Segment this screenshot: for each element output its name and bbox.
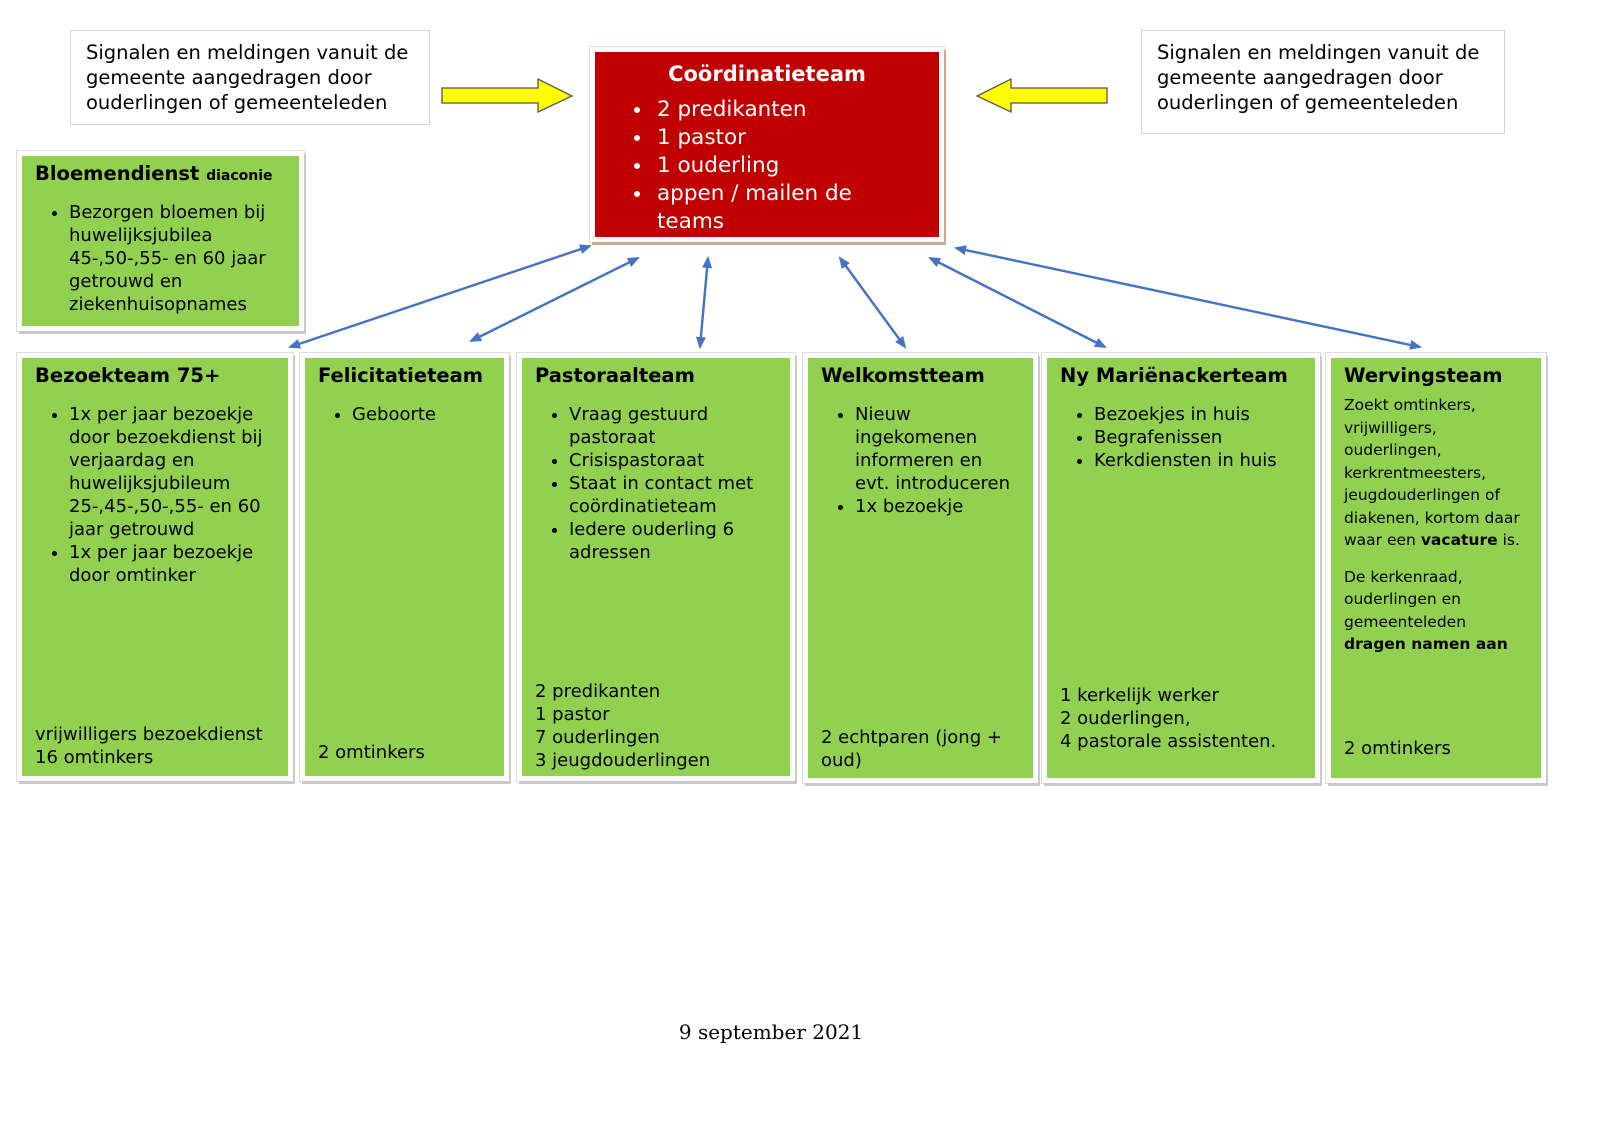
bezoekteam-box: Bezoekteam 75+ 1x per jaar bezoekje door… <box>17 353 293 781</box>
wervingsteam-paragraph: Zoekt omtinkers, vrijwilligers, ouderlin… <box>1344 394 1529 552</box>
bezoekteam-footer-line: vrijwilligers bezoekdienst <box>35 724 263 745</box>
yellow-arrow-left <box>975 77 1108 114</box>
ny-marienackerteam-item: Bezoekjes in huis <box>1094 403 1303 426</box>
pastoraalteam-item: Iedere ouderling 6 adressen <box>569 518 778 564</box>
pastoraalteam-footer-line: 2 predikanten <box>535 681 661 702</box>
wervingsteam-text: Zoekt omtinkers, vrijwilligers, ouderlin… <box>1344 396 1520 549</box>
welkomstteam-item: 1x bezoekje <box>855 495 1021 518</box>
signal-note-right: Signalen en meldingen vanuit de gemeente… <box>1141 30 1505 134</box>
ny-marienackerteam-box: Ny Mariënackerteam Bezoekjes in huis Beg… <box>1042 353 1320 783</box>
pastoraalteam-item: Staat in contact met coördinatieteam <box>569 472 778 518</box>
pastoraalteam-footer-line: 1 pastor <box>535 704 610 725</box>
bezoekteam-item: 1x per jaar bezoekje door omtinker <box>69 541 276 587</box>
wervingsteam-vacature-emphasis: vacature <box>1420 531 1498 549</box>
bezoekteam-item: 1x per jaar bezoekje door bezoekdienst b… <box>69 403 276 541</box>
ny-marienackerteam-footer-line: 1 kerkelijk werker <box>1060 685 1219 706</box>
connector-welkomstteam <box>838 256 907 349</box>
felicitatieteam-title: Felicitatieteam <box>318 364 484 387</box>
bloemendienst-list: Bezorgen bloemen bij huwelijksjubilea 45… <box>35 201 287 316</box>
connector-wervingsteam <box>954 245 1422 350</box>
bezoekteam-title: Bezoekteam 75+ <box>35 364 221 387</box>
ny-marienackerteam-item: Begrafenissen <box>1094 426 1303 449</box>
welkomstteam-footer-line: 2 echtparen (jong + oud) <box>821 727 1002 771</box>
wervingsteam-text: is. <box>1502 531 1520 549</box>
wervingsteam-text: De kerkenraad, ouderlingen en gemeentele… <box>1344 567 1467 631</box>
bezoekteam-footer: vrijwilligers bezoekdienst 16 omtinkers <box>35 723 280 769</box>
felicitatieteam-list: Geboorte <box>318 403 492 426</box>
bloemendienst-title: Bloemendienst diaconie <box>35 162 287 188</box>
ny-marienackerteam-footer: 1 kerkelijk werker 2 ouderlingen, 4 past… <box>1060 684 1307 753</box>
bezoekteam-footer-line: 16 omtinkers <box>35 747 154 768</box>
coordination-item: 1 ouderling <box>653 152 925 180</box>
bloemendienst-box: Bloemendienst diaconie Bezorgen bloemen … <box>17 151 304 331</box>
signal-note-right-text: Signalen en meldingen vanuit de gemeente… <box>1157 41 1480 114</box>
coordination-team-title: Coördinatieteam <box>668 62 866 86</box>
welkomstteam-title: Welkomstteam <box>821 364 985 387</box>
signal-note-left-text: Signalen en meldingen vanuit de gemeente… <box>86 41 409 114</box>
connector-felicitatieteam <box>469 256 640 343</box>
ny-marienackerteam-item: Kerkdiensten in huis <box>1094 449 1303 472</box>
ny-marienackerteam-title: Ny Mariënackerteam <box>1060 364 1288 387</box>
welkomstteam-list: Nieuw ingekomenen informeren en evt. int… <box>821 403 1021 518</box>
welkomstteam-footer: 2 echtparen (jong + oud) <box>821 726 1025 772</box>
ny-marienackerteam-footer-line: 2 ouderlingen, <box>1060 708 1191 729</box>
pastoraalteam-box: Pastoraalteam Vraag gestuurd pastoraat C… <box>517 353 795 781</box>
wervingsteam-footer: 2 omtinkers <box>1344 737 1533 760</box>
coordination-team-list: 2 predikanten 1 pastor 1 ouderling appen… <box>609 96 925 236</box>
wervingsteam-paragraph: De kerkenraad, ouderlingen en gemeentele… <box>1344 566 1529 656</box>
felicitatieteam-footer-line: 2 omtinkers <box>318 742 425 763</box>
wervingsteam-names-emphasis: dragen namen aan <box>1344 635 1508 653</box>
bloemendienst-subtitle: diaconie <box>206 168 273 184</box>
ny-marienackerteam-footer-line: 4 pastorale assistenten. <box>1060 731 1277 752</box>
bloemendienst-title-text: Bloemendienst <box>35 162 200 185</box>
wervingsteam-title: Wervingsteam <box>1344 364 1503 387</box>
yellow-arrow-right <box>441 77 574 114</box>
pastoraalteam-list: Vraag gestuurd pastoraat Crisispastoraat… <box>535 403 778 564</box>
coordination-item: 1 pastor <box>653 124 925 152</box>
signal-note-left: Signalen en meldingen vanuit de gemeente… <box>70 30 430 125</box>
bezoekteam-list: 1x per jaar bezoekje door bezoekdienst b… <box>35 403 276 587</box>
pastoraalteam-footer: 2 predikanten 1 pastor 7 ouderlingen 3 j… <box>535 680 782 772</box>
bloemendienst-item: Bezorgen bloemen bij huwelijksjubilea 45… <box>69 201 287 316</box>
wervingsteam-box: Wervingsteam Zoekt omtinkers, vrijwillig… <box>1326 353 1546 783</box>
pastoraalteam-item: Crisispastoraat <box>569 449 778 472</box>
connector-bezoekteam <box>288 244 592 349</box>
connector-ny-marienackerteam <box>928 256 1107 349</box>
coordination-team-box: Coördinatieteam 2 predikanten 1 pastor 1… <box>590 47 944 242</box>
felicitatieteam-item: Geboorte <box>352 403 492 426</box>
wervingsteam-footer-line: 2 omtinkers <box>1344 738 1451 759</box>
pastoraalteam-footer-line: 3 jeugdouderlingen <box>535 750 711 771</box>
welkomstteam-box: Welkomstteam Nieuw ingekomenen informere… <box>803 353 1038 783</box>
coordination-item: appen / mailen de teams <box>653 180 925 236</box>
felicitatieteam-footer: 2 omtinkers <box>318 741 496 764</box>
welkomstteam-item: Nieuw ingekomenen informeren en evt. int… <box>855 403 1021 495</box>
pastoraalteam-item: Vraag gestuurd pastoraat <box>569 403 778 449</box>
pastoraalteam-title: Pastoraalteam <box>535 364 695 387</box>
coordination-item: 2 predikanten <box>653 96 925 124</box>
pastoraalteam-footer-line: 7 ouderlingen <box>535 727 660 748</box>
felicitatieteam-box: Felicitatieteam Geboorte 2 omtinkers <box>300 353 509 781</box>
connector-pastoraalteam <box>695 256 713 349</box>
ny-marienackerteam-list: Bezoekjes in huis Begrafenissen Kerkdien… <box>1060 403 1303 472</box>
wervingsteam-description: Zoekt omtinkers, vrijwilligers, ouderlin… <box>1344 394 1529 656</box>
document-date: 9 september 2021 <box>678 1020 864 1044</box>
